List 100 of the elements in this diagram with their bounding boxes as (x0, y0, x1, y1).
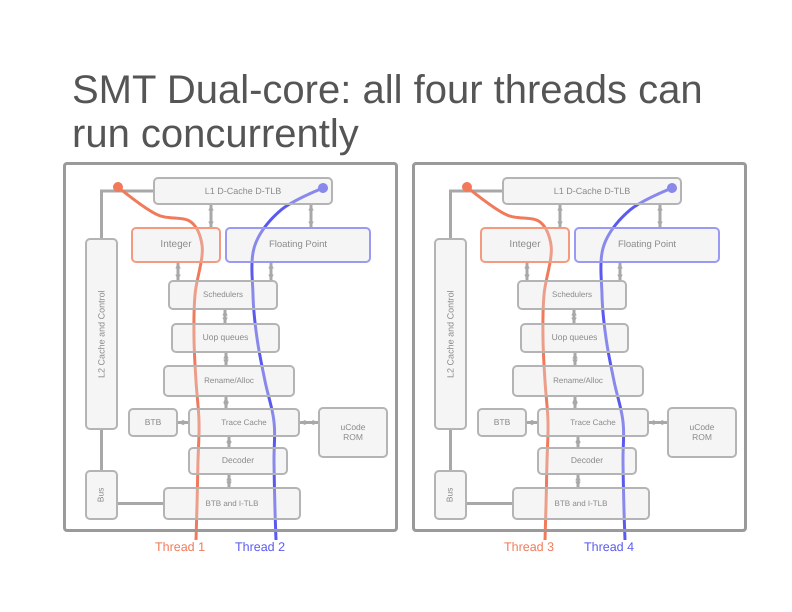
unit-label: uCode ROM (688, 422, 716, 442)
thread-path (601, 310, 610, 354)
unit-label: Trace Cache (221, 418, 267, 428)
thread-path (622, 518, 626, 540)
thread-path (541, 308, 545, 353)
connector-line (100, 430, 103, 470)
unit-label: Rename/Alloc (553, 376, 603, 386)
double-arrow (575, 475, 581, 487)
unit-box (128, 408, 178, 437)
double-arrow (222, 310, 228, 323)
unit-box (520, 323, 629, 353)
unit-label: Floating Point (618, 240, 676, 250)
unit-box (85, 470, 118, 520)
unit-box (225, 227, 371, 263)
double-arrow (575, 437, 581, 447)
unit-box (168, 280, 278, 310)
unit-label: Floating Point (268, 240, 328, 250)
double-arrow (571, 310, 577, 323)
thread-path (542, 352, 548, 397)
unit-label: Uop queues (552, 333, 598, 343)
thread-label: Thread 3 (504, 540, 554, 555)
unit-label: Trace Cache (570, 418, 616, 428)
double-arrow (223, 353, 229, 365)
double-arrow (572, 353, 578, 365)
unit-label: L1 D-Cache D-TLB (554, 186, 630, 196)
thread-path (192, 352, 199, 397)
double-arrow (300, 420, 318, 426)
unit-box (537, 408, 649, 437)
unit-label: L1 D-Cache D-TLB (204, 186, 282, 196)
thread-path (194, 520, 198, 540)
double-arrow (524, 263, 530, 280)
unit-label: BTB (144, 418, 162, 428)
thread-label: Thread 1 (155, 540, 206, 555)
unit-box (502, 177, 682, 205)
double-arrow (208, 205, 214, 227)
thread-path (196, 436, 200, 475)
unit-box (574, 227, 720, 263)
unit-box (318, 407, 388, 458)
connector-line (449, 190, 502, 238)
thread-path (267, 396, 276, 437)
connector-line (100, 190, 153, 238)
connector-line (467, 502, 512, 505)
unit-label: Schedulers (202, 290, 244, 300)
thread-path (545, 436, 550, 475)
thread-path (250, 262, 256, 310)
double-arrow (572, 397, 578, 408)
core-box (63, 162, 398, 532)
unit-label: Schedulers (552, 290, 592, 300)
thread-path (542, 262, 552, 310)
thread-path (252, 310, 261, 354)
thread-path (544, 396, 550, 437)
unit-label: Integer (509, 239, 541, 251)
unit-label: Bus (446, 488, 456, 502)
unit-box (434, 238, 467, 430)
unit-box (477, 408, 527, 437)
thread-path (616, 396, 626, 437)
unit-box (667, 407, 737, 458)
double-arrow (178, 420, 188, 426)
double-arrow (308, 205, 314, 227)
thread-path (599, 262, 604, 310)
unit-box (512, 487, 650, 520)
thread-label: Thread 2 (235, 540, 286, 555)
thread-path (258, 352, 270, 398)
double-arrow (226, 475, 232, 487)
thread-path (600, 183, 677, 263)
double-arrow (226, 437, 232, 447)
thread-path (250, 183, 328, 263)
unit-box (163, 487, 301, 520)
thread-path (462, 182, 553, 264)
unit-box (131, 227, 221, 263)
unit-label: uCode ROM (339, 422, 367, 442)
unit-box (537, 447, 637, 475)
thread-path (544, 474, 548, 520)
thread-path (113, 182, 204, 264)
connector-line (449, 430, 452, 470)
unit-label: Decoder (570, 456, 604, 466)
unit-label: Uop queues (202, 333, 248, 343)
unit-box (480, 227, 570, 263)
double-arrow (617, 263, 623, 280)
connector-line (118, 502, 163, 505)
unit-label: Bus (96, 488, 106, 502)
thread-path (622, 436, 626, 475)
thread-path (272, 436, 276, 475)
double-arrow (268, 263, 274, 280)
double-arrow (527, 420, 537, 426)
unit-label: BTB and I-TLB (554, 498, 608, 508)
thread-path (544, 520, 548, 540)
unit-box (188, 447, 288, 475)
thread-path (192, 308, 196, 353)
unit-box (163, 365, 295, 397)
unit-label: Decoder (222, 456, 254, 466)
unit-label: Integer (160, 239, 192, 251)
thread-path (192, 262, 202, 310)
unit-box (85, 238, 118, 430)
double-arrow (175, 263, 181, 280)
unit-label: BTB (494, 418, 510, 428)
thread-path (196, 396, 201, 437)
unit-box (171, 323, 280, 353)
thread-path (622, 474, 626, 520)
double-arrow (223, 397, 229, 408)
